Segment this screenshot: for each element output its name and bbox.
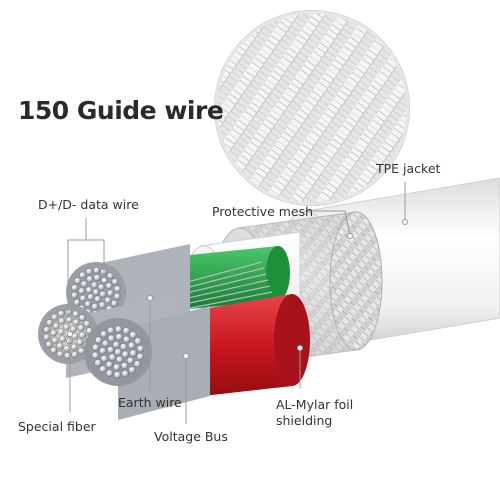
voltage-bus-bundle bbox=[84, 306, 210, 420]
data-wire-label: D+/D- data wire bbox=[38, 197, 139, 212]
tpe-jacket-label: TPE jacket bbox=[376, 161, 441, 176]
leader-lines bbox=[67, 182, 408, 424]
special-fiber-label: Special fiber bbox=[18, 419, 96, 434]
braid-magnifier bbox=[214, 10, 410, 206]
al-mylar-label-line1: AL-Mylar foil bbox=[276, 397, 354, 412]
al-mylar-label-line2: shielding bbox=[276, 413, 333, 428]
protective-mesh-label: Protective mesh bbox=[212, 204, 314, 219]
voltage-bus-label: Voltage Bus bbox=[154, 429, 228, 444]
diagram-title: 150 Guide wire bbox=[18, 96, 224, 125]
earth-wire-label: Earth wire bbox=[118, 395, 182, 410]
